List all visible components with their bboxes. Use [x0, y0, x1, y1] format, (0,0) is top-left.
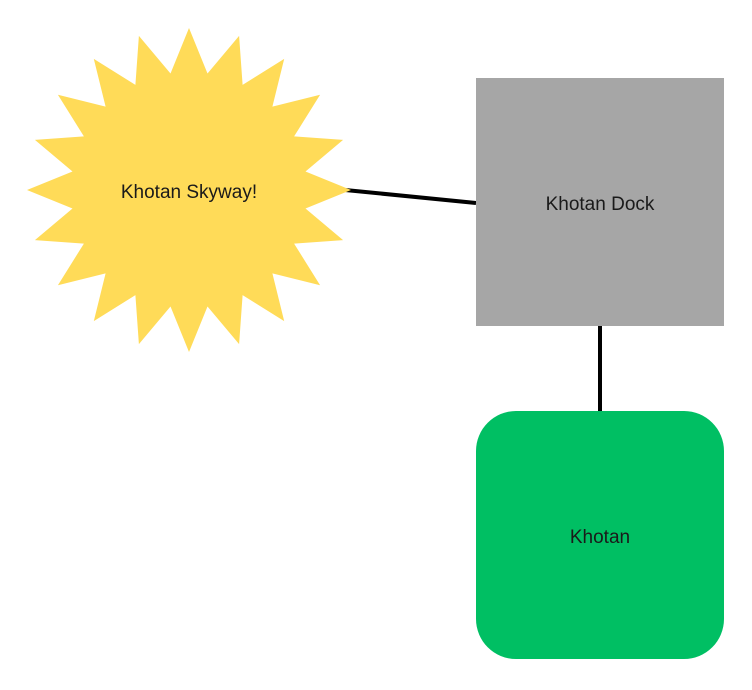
node-skyway-label: Khotan Skyway!	[121, 182, 257, 203]
node-khotan-box	[476, 411, 724, 659]
node-skyway-starburst	[27, 28, 351, 352]
edge-skyway-to-dock	[334, 187, 477, 205]
node-dock-box	[476, 78, 724, 326]
node-khotan-label: Khotan	[570, 527, 630, 548]
node-dock-label: Khotan Dock	[546, 194, 655, 215]
